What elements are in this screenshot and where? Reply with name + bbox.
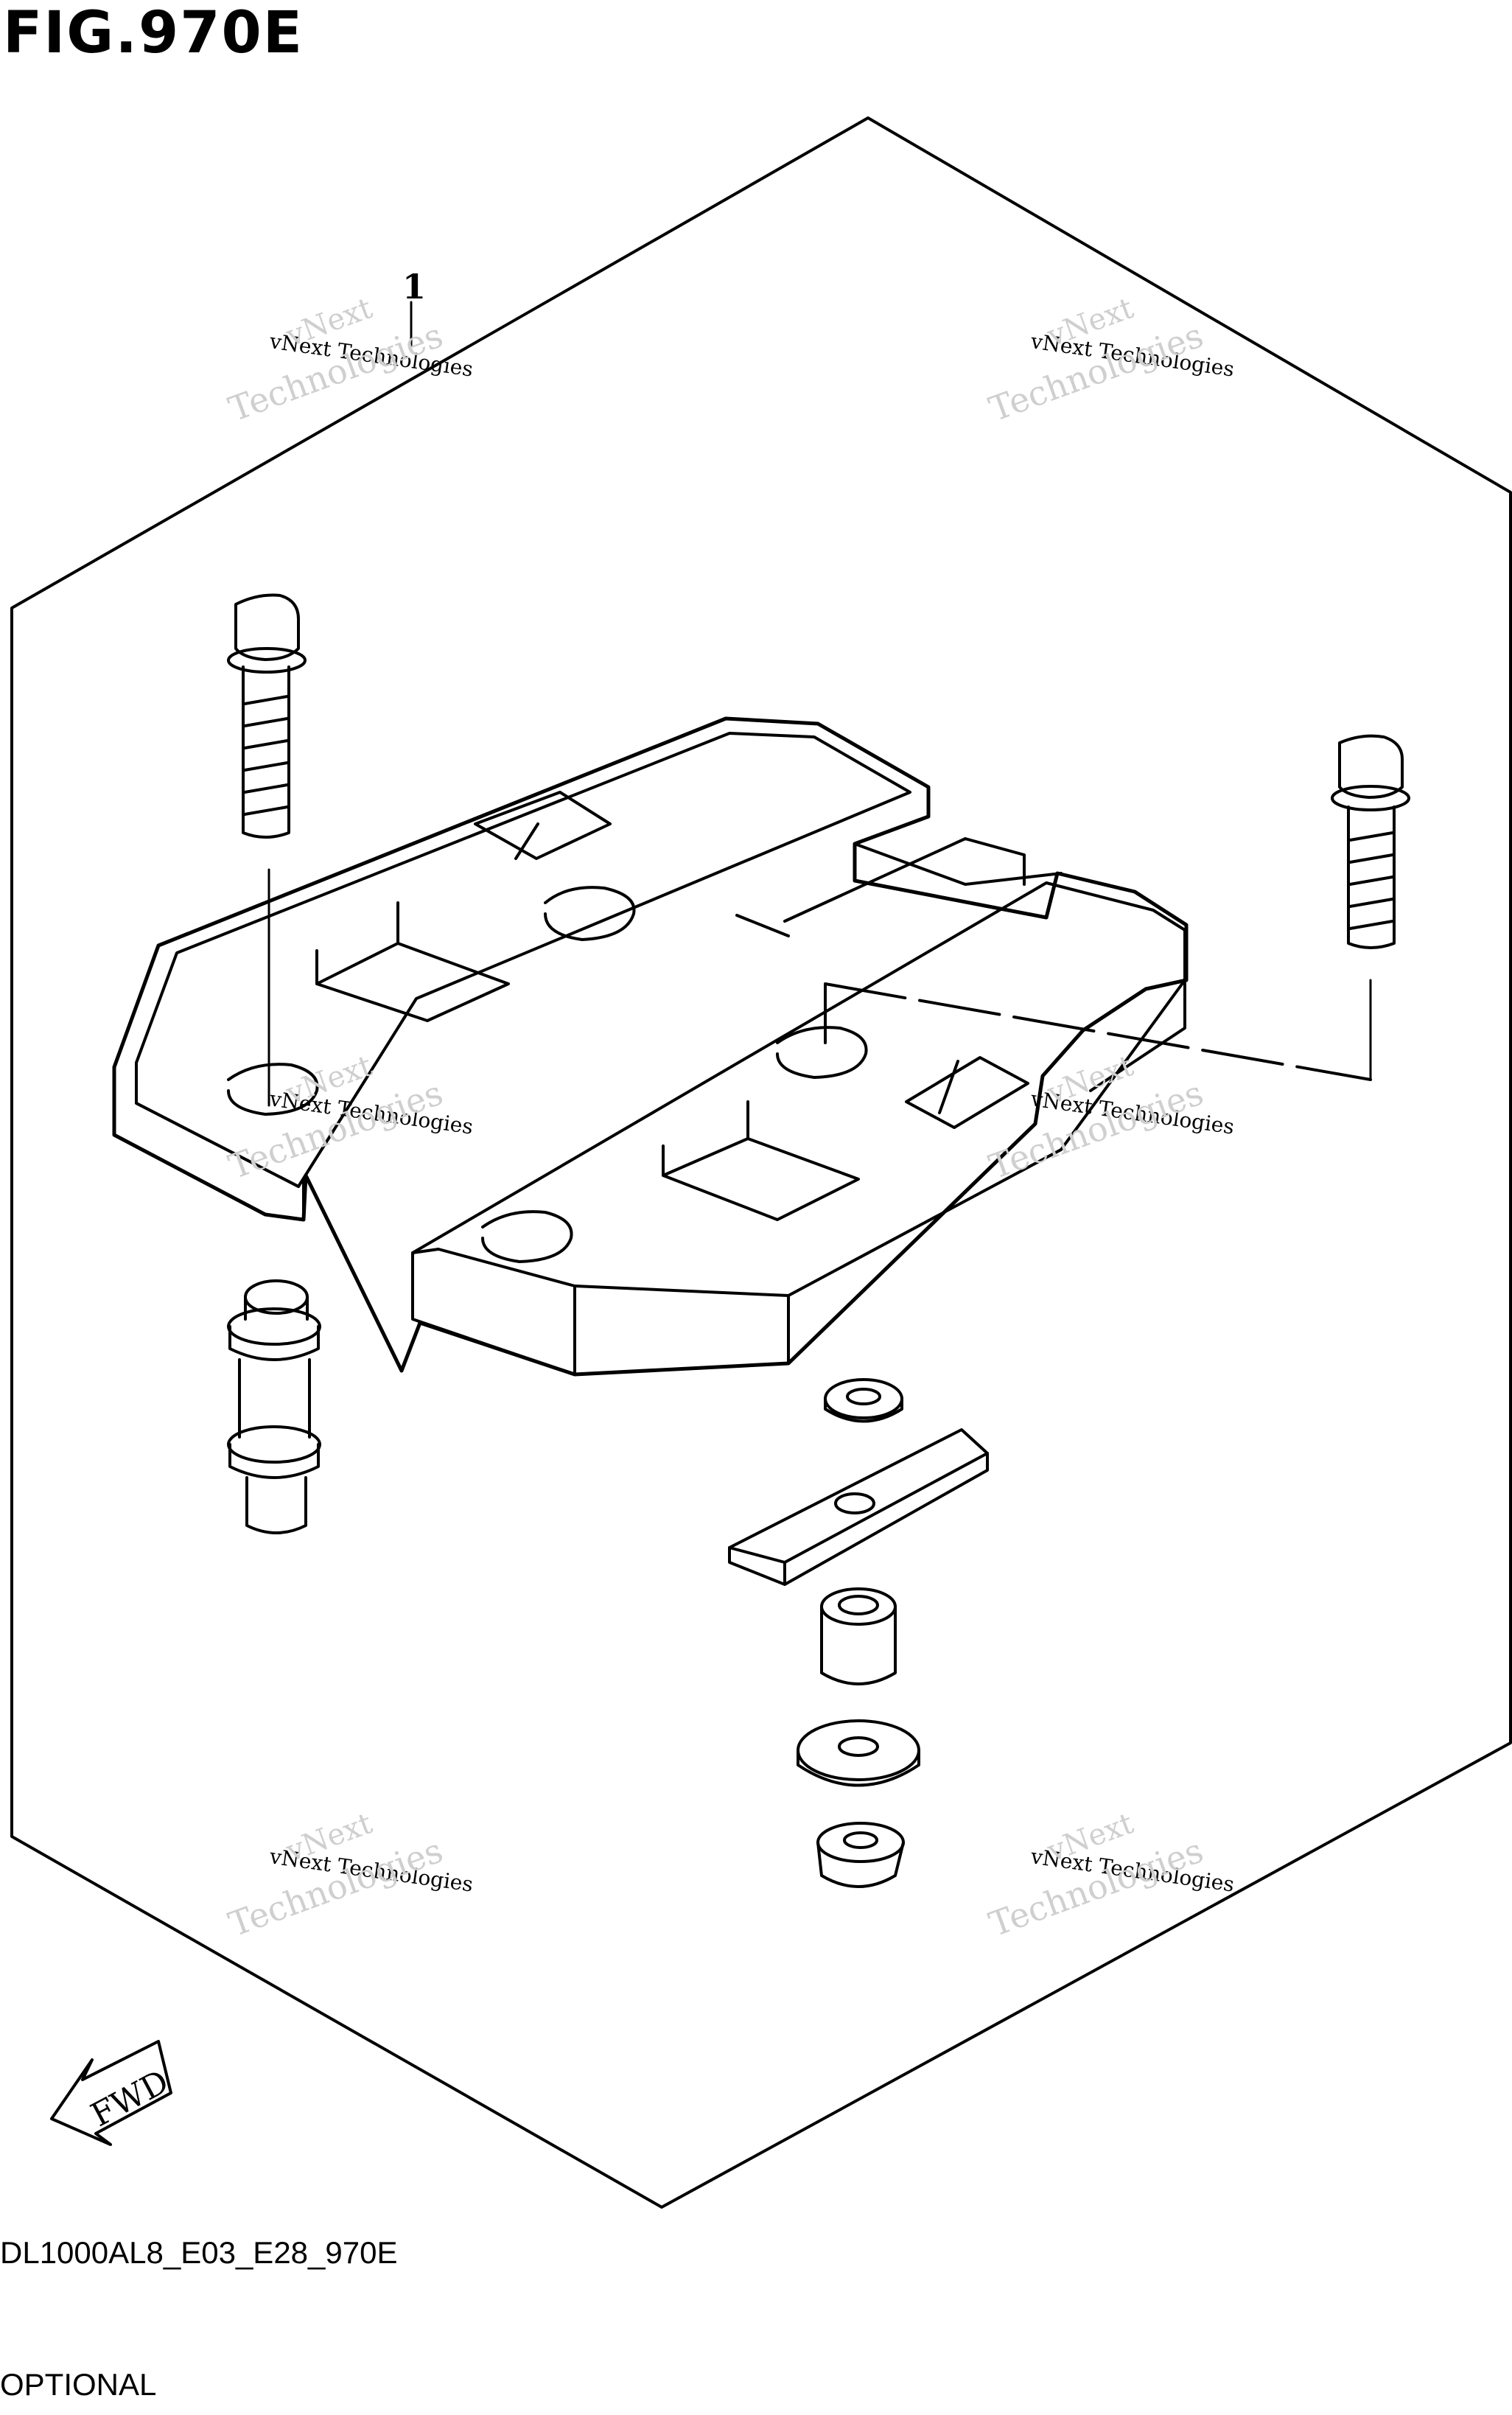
- watermark-top-right: vNext Technologies vNext Technologies: [984, 291, 1236, 429]
- watermark-mid-right: vNext Technologies vNext Technologies: [984, 1049, 1236, 1186]
- flange-bolt-left: [227, 593, 307, 839]
- section-label: OPTIONAL: [0, 2367, 157, 2402]
- bushing: [820, 1587, 897, 1685]
- flange-nut: [816, 1822, 905, 1888]
- isometric-frame: [10, 116, 1512, 2209]
- callout-1-label: 1: [402, 267, 426, 307]
- fwd-direction-arrow: FWD: [50, 2040, 175, 2146]
- carrier-plate: [112, 716, 1372, 1377]
- fwd-label: FWD: [85, 2063, 175, 2134]
- watermarks: vNext Technologies vNext Technologies vN…: [223, 291, 1236, 1944]
- watermark-mid-left: vNext Technologies vNext Technologies: [223, 1049, 475, 1186]
- large-washer: [797, 1719, 920, 1787]
- figure-title: FIG.970E: [3, 0, 304, 66]
- small-washer: [824, 1378, 903, 1423]
- flange-bolt-right: [1331, 734, 1410, 1081]
- watermark-bottom-right: vNext Technologies vNext Technologies: [984, 1806, 1236, 1944]
- watermark-bottom-left: vNext Technologies vNext Technologies: [223, 1806, 475, 1944]
- collar-stud: [227, 1279, 321, 1534]
- watermark-top-left: vNext Technologies vNext Technologies: [223, 291, 475, 429]
- flat-strip-plate: [728, 1428, 989, 1586]
- model-code: DL1000AL8_E03_E28_970E: [0, 2235, 398, 2270]
